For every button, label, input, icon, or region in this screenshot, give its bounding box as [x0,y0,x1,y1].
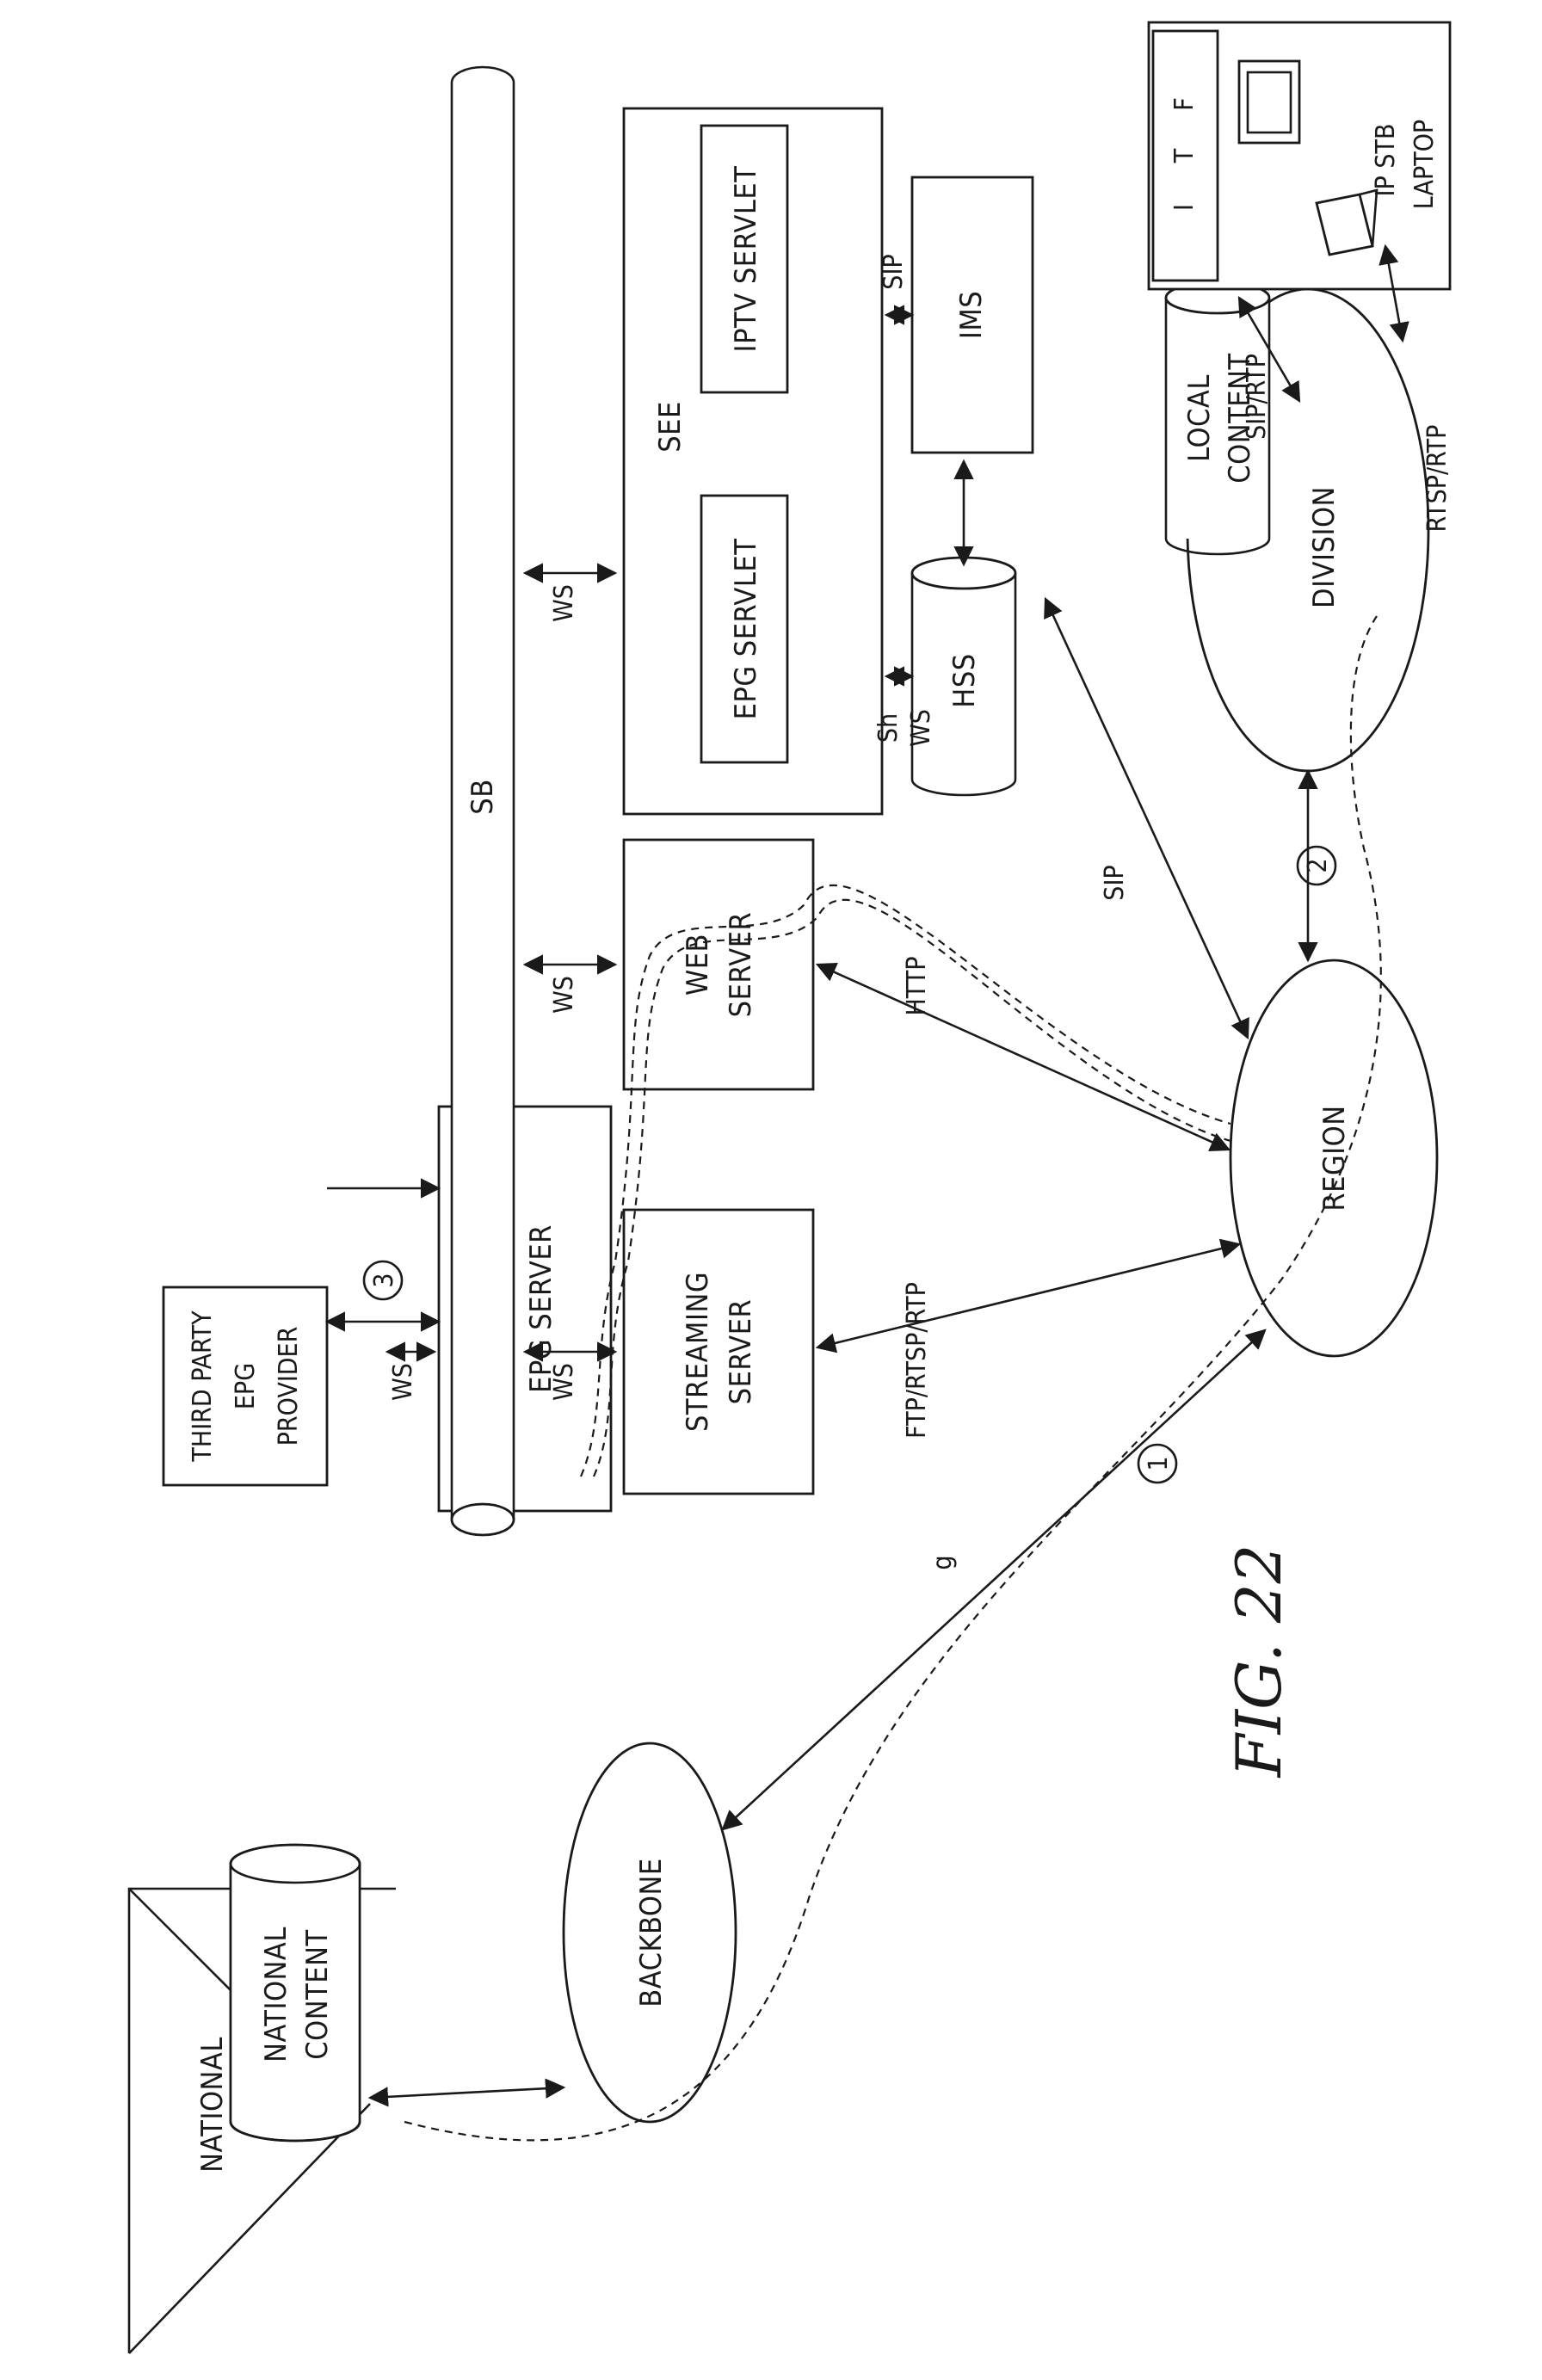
backbone-label: BACKBONE [634,1858,669,2007]
sip-rtp-label: SIP/RTP [1242,354,1272,440]
national-label: NATIONAL [195,2037,230,2173]
streaming-server-line2: SERVER [724,1299,758,1405]
ws-streaming-label: WS [549,1363,579,1401]
itf-t: T [1169,148,1200,163]
path-marker-2: 2 [1303,858,1333,872]
ws-epg-label: WS [388,1363,418,1401]
division-label: DIVISION [1307,486,1342,608]
web-region-link [817,965,1229,1150]
sip-ims-label: SIP [879,254,909,289]
sb-label: SB [466,779,500,814]
itf-i: I [1169,204,1200,211]
sb-bus: SB [452,67,514,1535]
streaming-server-box [624,1210,813,1494]
national-backbone-link [370,2087,564,2098]
third-party-line1: THIRD PARTY [188,1310,218,1463]
path-marker-1: 1 [1144,1456,1174,1471]
sip-region-label: SIP [1100,865,1130,900]
local-content-line1: LOCAL [1182,374,1217,462]
web-server-box [624,840,813,1089]
g-label: g [928,1555,958,1569]
hss-label: HSS [947,653,982,707]
http-label: HTTP [902,956,932,1015]
laptop-label: LAPTOP [1409,120,1440,209]
third-party-line2: EPG [231,1363,261,1409]
third-party-line3: PROVIDER [274,1327,304,1446]
national-content-label-line1: NATIONAL [259,1927,293,2062]
epg-servlet-label: EPG SERVLET [729,539,763,720]
national-triangle-hypotenuse [129,2104,370,2353]
ip-stb-icon [1239,61,1299,143]
ws-hss-label: WS [906,709,936,747]
ws-see-label: WS [549,584,579,622]
national-content-cylinder: NATIONAL CONTENT [231,1845,360,2141]
sh-label: Sh [873,713,904,743]
rtsp-rtp-label: RTSP/RTP [1422,425,1453,533]
streaming-server-line1: STREAMING [681,1272,715,1432]
path-marker-3: 3 [369,1273,399,1287]
ws-web-label: WS [549,976,579,1014]
ip-stb-label: IP STB [1371,124,1401,197]
streaming-region-link [817,1244,1239,1347]
ims-label: IMS [954,291,989,339]
hss-cylinder: HSS [912,558,1015,795]
itf-f: F [1169,97,1200,111]
national-content-label-line2: CONTENT [300,1929,335,2059]
ftp-rtsp-rtp-label: FTP/RTSP/RTP [902,1282,932,1439]
iptv-servlet-label: IPTV SERVLET [729,166,763,353]
figure-caption: FIG. 22 [1223,1545,1295,1779]
web-server-line2: SERVER [724,912,758,1018]
diagram-body: NATIONAL NATIONAL CONTENT BACKBONE THIRD… [163,22,1453,2173]
see-label: SEE [653,401,688,453]
web-server-line1: WEB [681,934,715,996]
